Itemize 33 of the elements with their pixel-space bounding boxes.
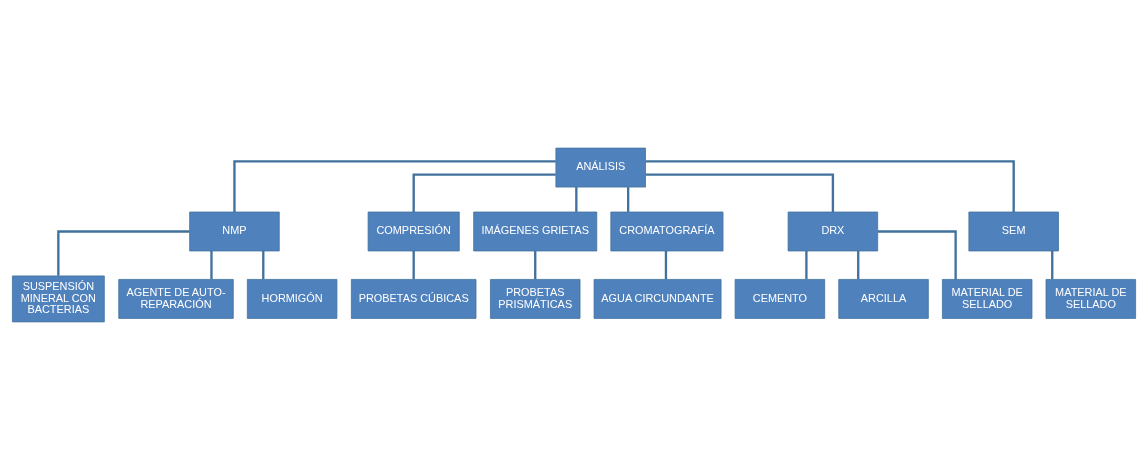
- node-box: NMP: [189, 211, 280, 251]
- node-box: MATERIAL DE SELLADO: [1045, 278, 1136, 319]
- node-box: PROBETAS PRISMÁTICAS: [490, 278, 581, 319]
- connector: [412, 172, 556, 212]
- node-box: MATERIAL DE SELLADO: [942, 278, 1033, 319]
- connector: [664, 250, 668, 279]
- node-box: AGUA CIRCUNDANTE: [593, 278, 722, 319]
- connector: [645, 159, 1015, 212]
- node-box: CEMENTO: [734, 278, 826, 319]
- connector: [805, 250, 808, 279]
- connector: [627, 186, 630, 212]
- connector: [857, 250, 860, 279]
- node-box: IMÁGENES GRIETAS: [473, 211, 598, 251]
- node-box: HORMIGÓN: [246, 278, 338, 319]
- connector: [534, 250, 537, 279]
- connector: [412, 250, 415, 279]
- connector: [233, 159, 556, 212]
- connector: [645, 172, 835, 212]
- node-box: ARCILLA: [838, 278, 929, 319]
- connector: [210, 250, 213, 279]
- node-box: DRX: [787, 211, 879, 251]
- node-box: SEM: [968, 211, 1059, 251]
- connector: [57, 229, 190, 276]
- node-box: COMPRESIÓN: [367, 211, 460, 251]
- node-box: CROMATOGRAFÍA: [610, 211, 724, 251]
- node-box: AGENTE DE AUTO-REPARACIÓN: [118, 278, 234, 319]
- connector: [877, 229, 957, 279]
- connector: [262, 250, 265, 279]
- connector: [1051, 250, 1054, 279]
- node-box: PROBETAS CÚBICAS: [350, 278, 477, 319]
- connector: [575, 186, 578, 212]
- node-box: SUSPENSIÓN MINERAL CON BACTERIAS: [12, 275, 105, 322]
- node-box: ANÁLISIS: [555, 147, 646, 187]
